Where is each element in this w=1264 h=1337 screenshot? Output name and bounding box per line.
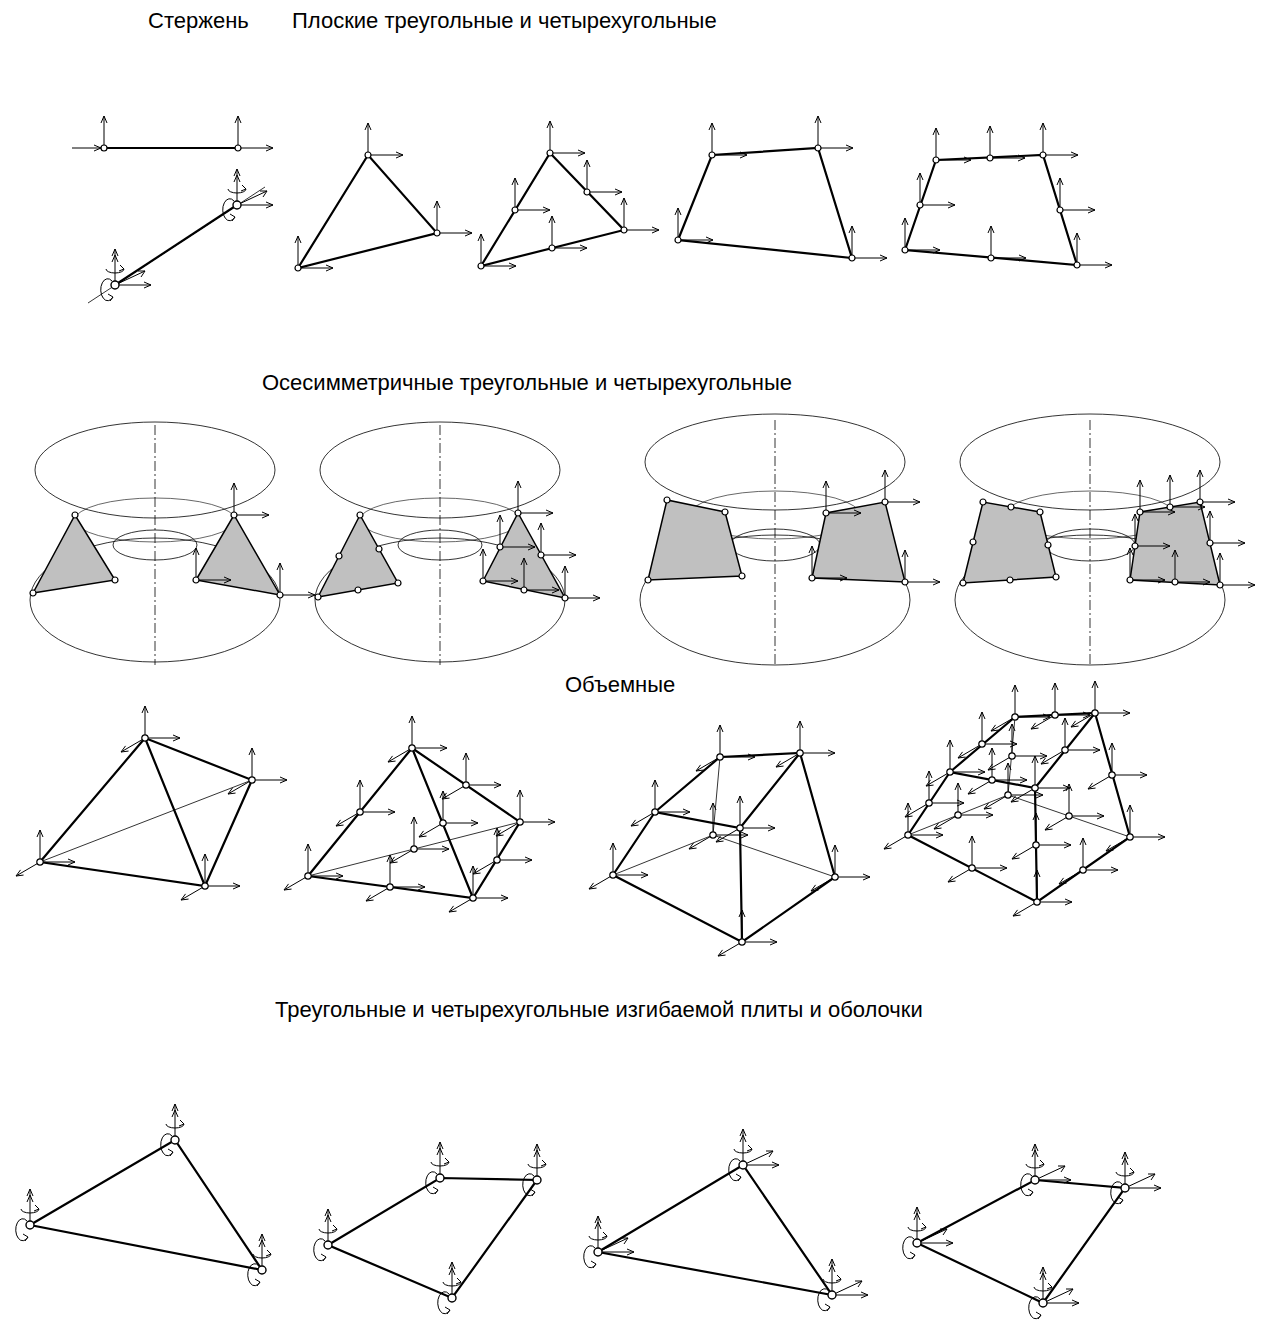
node-dofs [675,208,713,243]
node-dofs [933,128,971,163]
node-dofs [512,178,550,213]
axisymmetric-quad8 [955,414,1255,665]
node-dofs [584,160,622,195]
tetrahedron10 [284,716,555,912]
node-dofs [1040,123,1078,158]
hexahedron20 [884,681,1165,916]
node-dofs [101,249,151,301]
hexahedron [589,721,870,956]
section [318,515,398,597]
node-dofs [1057,178,1095,213]
axisymmetric-triangle6 [315,422,600,665]
node-dofs [815,116,853,151]
node-dofs [1074,233,1112,268]
section-heading: Объемные [563,672,677,698]
section-heading: Плоские треугольные и четырехугольные [290,8,719,34]
node-dofs [987,126,1025,161]
node-dofs [365,123,403,158]
node-dofs [193,548,231,583]
axisymmetric-quad [640,414,940,665]
node-dofs [621,198,659,233]
shell-quad [903,1144,1161,1319]
node-dofs [478,234,516,269]
axis [155,425,156,665]
node-dofs [549,216,587,251]
node-dofs [547,121,585,156]
node-dofs [231,483,269,518]
section [648,500,742,580]
node-dofs [988,226,1026,261]
triangle-element [298,155,437,268]
node-dofs [709,123,747,158]
plate-triangle [16,1104,271,1286]
section-heading: Осесимметричные треугольные и четырехуго… [260,370,794,396]
plate-quad [314,1142,546,1314]
node-dofs [277,563,315,598]
node-dofs [902,218,940,253]
node-dofs [434,201,472,236]
bar-elements [72,116,273,303]
shell-triangle [584,1129,868,1311]
node-dofs [223,169,273,221]
node-dofs [295,236,333,271]
section [963,502,1056,583]
node-dofs [849,226,887,261]
section-heading: Треугольные и четырехугольные изгибаемой… [273,997,925,1023]
dof-arrows [72,116,107,151]
triangle6-element [481,153,624,266]
section [33,515,115,593]
quad-element [678,148,852,258]
quad8-element [905,155,1077,265]
plane-elements [295,116,1112,271]
node [101,145,107,151]
bar-element [104,147,238,149]
node-dofs [235,116,273,151]
section-heading: Стержень [146,8,251,34]
axisymmetric-triangle [30,422,315,665]
node-dofs [917,173,955,208]
section [196,515,280,595]
tetrahedron [16,706,287,900]
